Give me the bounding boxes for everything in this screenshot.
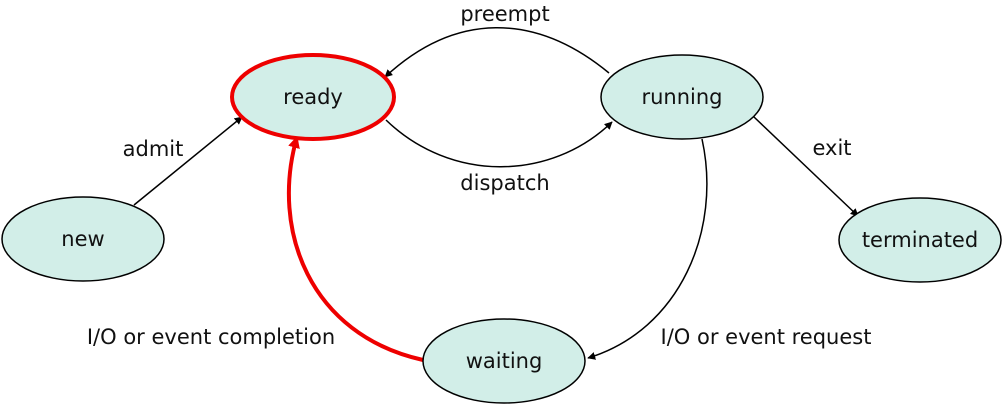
admit-label: admit (123, 137, 184, 161)
state-waiting: waiting (422, 318, 586, 404)
state-running: running (600, 54, 764, 140)
state-ready: ready (230, 53, 396, 141)
state-new-label: new (61, 227, 104, 251)
dispatch-label: dispatch (460, 171, 549, 195)
state-waiting-label: waiting (466, 349, 543, 373)
preempt-arrow (384, 27, 610, 78)
state-terminated: terminated (838, 197, 1002, 283)
dispatch-arrow (385, 119, 613, 168)
admit-arrow (133, 116, 243, 206)
exit-label: exit (812, 136, 851, 160)
io-completion-label: I/O or event completion (87, 325, 335, 349)
io-request-arrow (587, 138, 708, 360)
preempt-label: preempt (460, 2, 549, 26)
state-ready-label: ready (283, 85, 343, 109)
io-completion-arrow (286, 135, 424, 362)
state-new: new (1, 196, 165, 282)
exit-arrow (753, 116, 859, 217)
state-running-label: running (641, 85, 722, 109)
state-terminated-label: terminated (862, 228, 978, 252)
io-request-label: I/O or event request (661, 325, 872, 349)
